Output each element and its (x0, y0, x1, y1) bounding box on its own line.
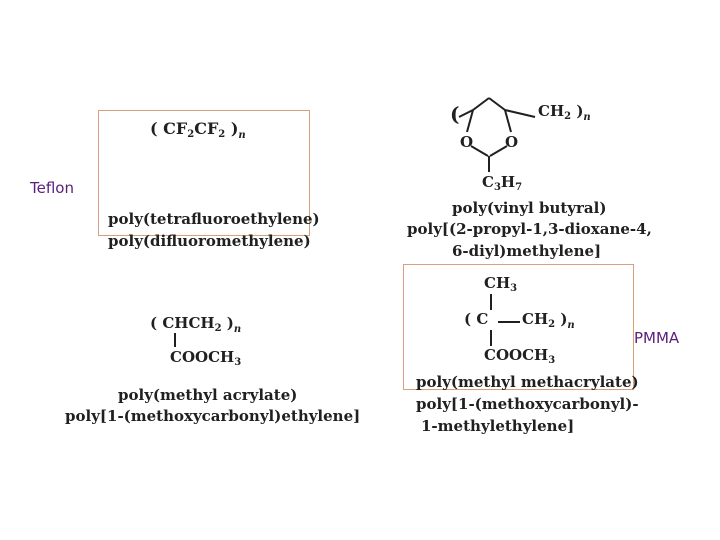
teflon-label: Teflon (30, 179, 74, 197)
pmma-frame (403, 264, 634, 390)
pmma-ch2: CH2 )n (522, 310, 575, 331)
pmma-backbone: ( C (464, 310, 489, 328)
pvb-name-3: 6-diyl)methylene] (452, 242, 602, 260)
pmma-name-3: 1-methylethylene] (421, 417, 575, 435)
pma-name-2: poly[1-(methoxycarbonyl)ethylene] (65, 407, 361, 425)
pvb-ch2: CH2 )n (538, 102, 591, 123)
teflon-frame (98, 110, 310, 236)
ptfe-name-1: poly(tetrafluoroethylene) (108, 210, 320, 228)
ptfe-formula: ( CF2CF2 )n (150, 119, 246, 141)
pvb-c3h7: C3H7 (482, 173, 523, 193)
ptfe-name-2: poly(difluoromethylene) (108, 232, 311, 250)
pmma-label: PMMA (634, 329, 680, 347)
pvb-oxygen-left: O (460, 133, 474, 151)
pmma-bond-bottom (490, 330, 492, 346)
pvb-name-2: poly[(2-propyl-1,3-dioxane-4, (407, 220, 652, 238)
pvb-open-paren: ( (450, 102, 460, 126)
pmma-ch3-top: CH3 (484, 274, 518, 294)
pma-backbone: ( CHCH2 )n (150, 314, 242, 335)
pmma-name-1: poly(methyl methacrylate) (416, 373, 639, 391)
pvb-name-1: poly(vinyl butyral) (452, 199, 607, 217)
pma-cooch3: COOCH3 (170, 348, 242, 368)
pmma-bond-horizontal (498, 321, 520, 323)
pvb-dioxane-ring (458, 97, 536, 172)
pmma-bond-top (490, 294, 492, 310)
pvb-oxygen-right: O (505, 133, 519, 151)
pma-bond (174, 333, 176, 347)
pmma-name-2: poly[1-(methoxycarbonyl)- (416, 395, 639, 413)
pma-name-1: poly(methyl acrylate) (118, 386, 298, 404)
pmma-cooch3: COOCH3 (484, 346, 556, 366)
